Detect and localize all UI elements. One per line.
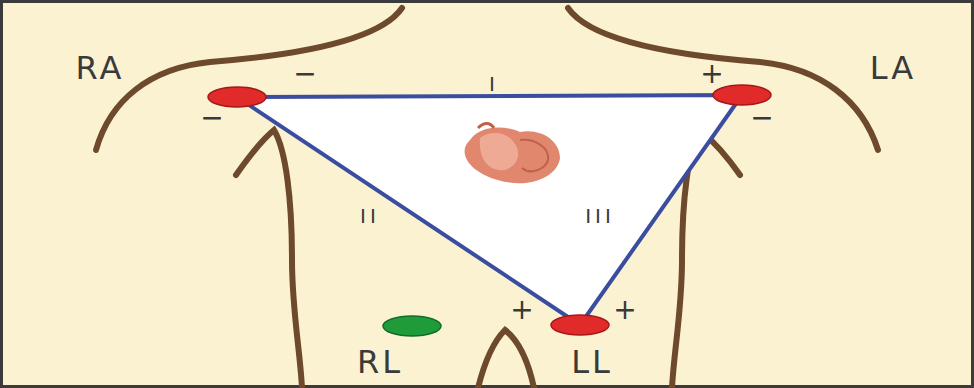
heart-aorta xyxy=(478,124,494,129)
polarity-sign: − xyxy=(200,104,223,132)
electrode-name: RA xyxy=(76,52,125,84)
body-outline xyxy=(96,8,878,388)
lead-name: III xyxy=(585,206,615,226)
electrode-rl xyxy=(383,316,441,336)
lead-name: I xyxy=(489,74,495,94)
electrode-name: LA xyxy=(870,52,916,84)
left-torso xyxy=(236,130,302,388)
polarity-sign: + xyxy=(510,296,533,324)
electrode-name: LL xyxy=(571,346,613,378)
crotch-line xyxy=(478,330,534,388)
electrode-la xyxy=(713,85,771,105)
heart-highlight xyxy=(480,133,518,170)
polarity-sign: + xyxy=(700,60,723,88)
heart-vessel xyxy=(520,140,548,172)
polarity-sign: − xyxy=(750,104,773,132)
heart-body xyxy=(465,127,560,183)
electrode-ll xyxy=(551,315,609,335)
lead-name: II xyxy=(360,206,380,226)
heart-icon xyxy=(465,124,560,184)
polarity-sign: − xyxy=(293,60,316,88)
einthoven-triangle xyxy=(237,95,742,325)
electrode-name: RL xyxy=(357,346,403,378)
polarity-sign: + xyxy=(613,296,636,324)
